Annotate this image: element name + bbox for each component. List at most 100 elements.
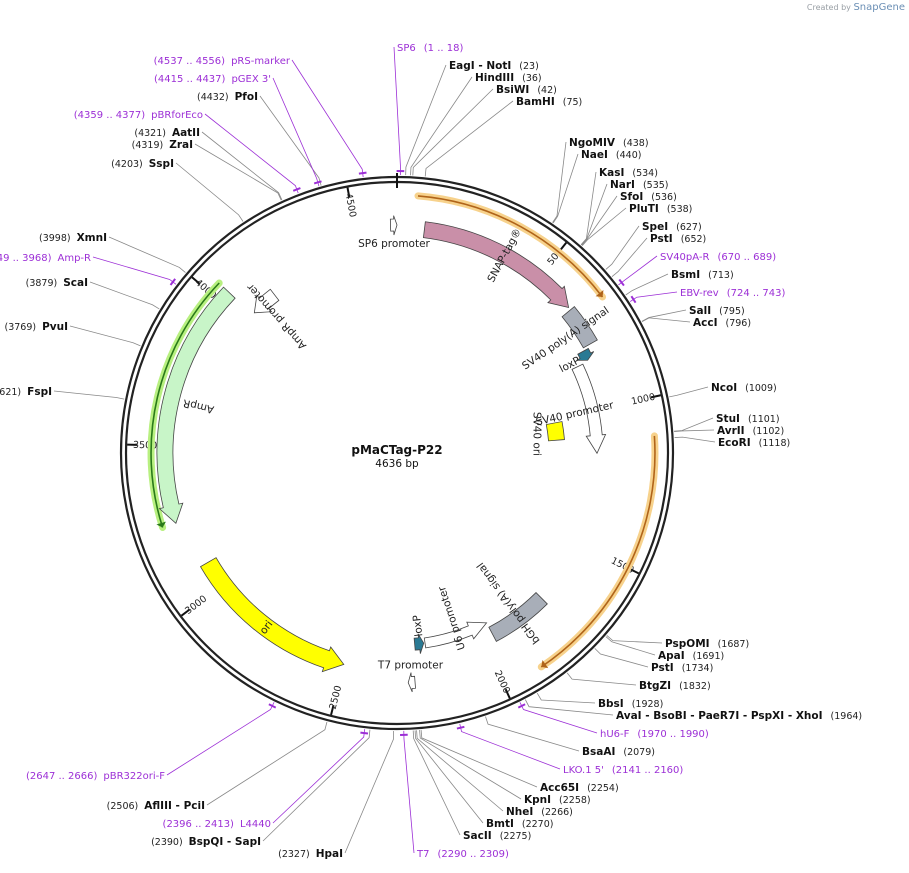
primer-name: EBV-rev <box>680 288 719 299</box>
cut-position: (535) <box>643 180 669 191</box>
enzyme-name: AflIII - PciI <box>144 800 205 812</box>
tick-label-3500: 3500 <box>133 440 158 452</box>
site-leader-20 <box>605 636 656 656</box>
cut-position: (3621) <box>0 387 21 398</box>
enzyme-name: SalI <box>689 305 711 317</box>
cut-position: (1832) <box>679 681 711 692</box>
feature-sv40-poly-a-signal <box>561 306 598 349</box>
enzyme-name: BamHI <box>516 96 555 108</box>
site-label-29: BmtI(2270) <box>486 818 553 830</box>
site-label-39: (4319)ZraI <box>132 139 193 151</box>
feature-sp6-promoter <box>389 215 398 236</box>
site-leader-40 <box>201 131 283 201</box>
enzyme-name: KpnI <box>524 794 551 806</box>
enzyme-name: EcoRI <box>718 437 751 449</box>
cut-position: (1102) <box>753 426 785 437</box>
orf-head-0 <box>595 290 604 298</box>
cut-position: (2506) <box>107 801 139 812</box>
tick-4000 <box>191 276 201 285</box>
site-leader-0 <box>405 64 447 176</box>
site-leader-7 <box>581 183 608 246</box>
primer-label-9: (4359 .. 4377) pBRforEco <box>74 110 203 121</box>
site-label-37: (3998) XmnI <box>39 232 107 244</box>
primer-name: L4440 <box>240 819 271 830</box>
site-leader-3 <box>424 100 514 177</box>
site-label-40: (4321)AatII <box>134 127 200 139</box>
site-label-0: EagI - NotI(23) <box>449 60 539 72</box>
primer-leader-9 <box>204 113 299 194</box>
enzyme-name: ZraI <box>169 139 193 151</box>
site-label-21: PstI(1734) <box>651 662 713 674</box>
cut-position: (3998) <box>39 233 71 244</box>
site-leader-10 <box>605 225 640 270</box>
primer-mark-10 <box>313 180 322 185</box>
enzyme-name: FspI <box>27 386 52 398</box>
site-leader-41 <box>259 95 322 186</box>
primer-name: pBRforEco <box>151 110 203 121</box>
primer-label-8: (3949 .. 3968)Amp-R <box>0 253 91 264</box>
primer-leader-2 <box>629 291 678 302</box>
primer-leader-4 <box>459 723 561 770</box>
orf-head-1 <box>541 659 549 669</box>
backbone <box>119 173 675 731</box>
primer-label-6: (2396 .. 2413)L4440 <box>163 819 271 830</box>
tick-label-2500: 2500 <box>328 684 345 710</box>
site-leader-26 <box>420 729 538 788</box>
primer-leader-8 <box>92 256 177 285</box>
site-leader-5 <box>552 153 579 224</box>
cut-position: (3879) <box>26 278 58 289</box>
cut-position: (1734) <box>682 663 714 674</box>
cut-position: (42) <box>537 85 557 96</box>
site-leader-23 <box>536 692 596 704</box>
site-label-13: SalI(795) <box>689 305 745 317</box>
enzyme-name: PspOMI <box>665 638 710 650</box>
site-label-34: (3621) FspI <box>0 386 52 398</box>
cut-position: (2327) <box>278 849 310 860</box>
site-leader-24 <box>524 699 614 716</box>
tick-3000 <box>180 608 191 617</box>
cut-position: (1964) <box>831 711 863 722</box>
cut-position: (538) <box>667 204 693 215</box>
enzyme-name: PstI <box>650 233 673 245</box>
snapgene-credit: Created by SnapGene <box>807 2 905 13</box>
site-label-38: (4203)SspI <box>111 158 174 170</box>
site-leader-19 <box>606 635 663 644</box>
site-label-18: EcoRI(1118) <box>718 437 790 449</box>
primer-range: (4359 .. 4377) <box>74 110 146 121</box>
enzyme-name: NgoMIV <box>569 137 616 149</box>
primer-mark-8 <box>169 278 176 286</box>
tick-label-3000: 3000 <box>183 594 209 617</box>
site-label-7: NarI (535) <box>610 179 669 191</box>
cut-position: (2258) <box>559 795 591 806</box>
site-leader-15 <box>669 386 709 398</box>
site-label-23: BbsI(1928) <box>598 698 663 710</box>
cut-position: (440) <box>616 150 642 161</box>
enzyme-name: BsmI <box>671 269 700 281</box>
site-leader-32 <box>262 729 371 842</box>
enzyme-name: BsaAI <box>582 746 615 758</box>
primer-range: (2290 .. 2309) <box>437 849 509 860</box>
enzyme-name: NheI <box>506 806 533 818</box>
tick-2000 <box>504 688 511 699</box>
feature-label-7: loxP <box>411 614 425 637</box>
site-label-12: BsmI(713) <box>671 269 734 281</box>
site-leader-2 <box>412 88 494 176</box>
site-leader-29 <box>414 730 484 824</box>
feature-loxp <box>413 633 425 654</box>
enzyme-name: NarI <box>610 179 635 191</box>
cut-position: (652) <box>681 234 707 245</box>
site-leader-4 <box>552 141 567 223</box>
primer-leader-5 <box>403 730 415 854</box>
enzyme-name: XmnI <box>77 232 107 244</box>
feature-bgh-poly-a-signal <box>488 592 548 642</box>
cut-position: (1009) <box>745 383 777 394</box>
site-leader-18 <box>674 436 716 443</box>
feature-label-12: SP6 promoter <box>358 238 430 250</box>
snapgene-logo: SnapGene <box>853 2 905 13</box>
site-label-26: Acc65I(2254) <box>540 782 619 794</box>
primer-leader-10 <box>272 77 320 187</box>
primer-label-10: (4415 .. 4437)pGEX 3' <box>154 74 271 85</box>
feature-t7-promoter <box>407 672 416 693</box>
enzyme-name: SpeI <box>642 221 668 233</box>
